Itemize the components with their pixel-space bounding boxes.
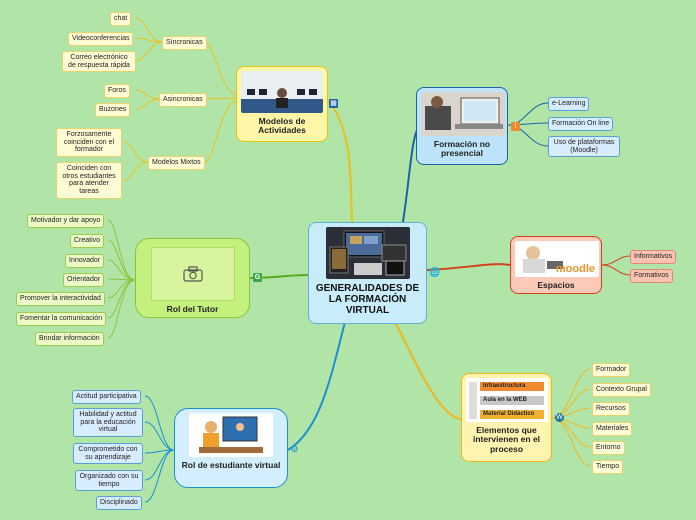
elementos-item-materiales[interactable]: Materiales bbox=[592, 422, 633, 436]
g-icon: G bbox=[253, 273, 262, 282]
laptop-image bbox=[421, 92, 505, 136]
modelos-actividades-node[interactable]: Modelos de Actividades bbox=[236, 66, 328, 142]
image-placeholder bbox=[150, 247, 235, 301]
rol-tutor-node[interactable]: Rol del Tutor bbox=[135, 238, 250, 318]
settings-icon: ⚙ bbox=[290, 444, 299, 454]
central-topic[interactable]: GENERALIDADES DE LA FORMACIÓN VIRTUAL bbox=[308, 222, 427, 324]
modelos-title: Modelos de Actividades bbox=[258, 116, 306, 136]
elementos-item-formador[interactable]: Formador bbox=[592, 363, 631, 377]
espacios-title: Espacios bbox=[537, 280, 575, 290]
estudiante-item-comprometido[interactable]: Comprometido con su aprendizaje bbox=[73, 443, 143, 465]
sincronicas-node[interactable]: Síncronicas bbox=[162, 36, 207, 50]
tutor-item-motivador[interactable]: Motivador y dar apoyo bbox=[27, 214, 105, 228]
rol-estudiante-title: Rol de estudiante virtual bbox=[181, 460, 281, 470]
elementos-title: Elementos que intervienen en el proceso bbox=[472, 425, 541, 454]
buzones-node[interactable]: Buzones bbox=[95, 103, 131, 117]
material-label: Material Didáctico bbox=[480, 410, 544, 419]
elementos-item-tiempo[interactable]: Tiempo bbox=[592, 460, 624, 474]
formacion-item-plataformas[interactable]: Uso de plataformas (Moodle) bbox=[548, 136, 620, 158]
moodle-image: moodle bbox=[515, 241, 599, 277]
notification-icon: ! bbox=[511, 122, 520, 131]
videoconferencias-node[interactable]: Videoconferencias bbox=[68, 32, 134, 46]
estudiante-item-actitud[interactable]: Actitud participativa bbox=[72, 390, 141, 404]
elementos-item-recursos[interactable]: Recursos bbox=[592, 402, 630, 416]
devices-image bbox=[325, 227, 410, 279]
infraestructura-label: Infraestructura bbox=[480, 382, 544, 391]
tutor-item-orientador[interactable]: Orientador bbox=[63, 273, 105, 287]
rol-tutor-title: Rol del Tutor bbox=[166, 304, 219, 314]
formacion-item-elearning[interactable]: e-Learning bbox=[548, 97, 590, 111]
estudiante-item-habilidad[interactable]: Habilidad y actitud para la educación vi… bbox=[73, 408, 143, 438]
asincronicas-node[interactable]: Asincronicas bbox=[159, 93, 207, 107]
rol-estudiante-node[interactable]: Rol de estudiante virtual bbox=[174, 408, 288, 488]
formacion-title: Formación no presencial bbox=[433, 139, 491, 159]
tutor-item-innovador[interactable]: Innovador bbox=[65, 254, 105, 268]
tutor-item-creativo[interactable]: Creativo bbox=[70, 234, 105, 248]
formacion-node[interactable]: Formación no presencial bbox=[416, 87, 508, 165]
moodle-logo-text: moodle bbox=[556, 263, 595, 275]
coinciden-node[interactable]: Coinciden con otros estudiantes para ate… bbox=[56, 162, 122, 199]
forzosamente-node[interactable]: Forzosamente coinciden con el formador bbox=[56, 128, 122, 158]
modelos-mixtos-node[interactable]: Modelos Mixtos bbox=[148, 156, 205, 170]
wordpress-icon: W bbox=[555, 413, 564, 422]
windows-icon: ▦ bbox=[329, 99, 338, 108]
formacion-item-online[interactable]: Formación On line bbox=[548, 117, 614, 131]
camera-icon bbox=[182, 266, 203, 282]
globe-icon: 🌐 bbox=[429, 267, 441, 277]
elementos-item-contexto[interactable]: Contexto Grupal bbox=[592, 383, 651, 397]
elementos-node[interactable]: Infraestructura Aula en la WEB Material … bbox=[461, 373, 552, 462]
tutor-item-informacion[interactable]: Brindar información bbox=[35, 332, 104, 346]
elementos-image: Infraestructura Aula en la WEB Material … bbox=[466, 378, 548, 422]
estudiante-item-organizado[interactable]: Organizado con su tiempo bbox=[75, 470, 143, 492]
student-image bbox=[189, 413, 273, 457]
foros-node[interactable]: Foros bbox=[104, 84, 130, 98]
elementos-item-entorno[interactable]: Entorno bbox=[592, 441, 625, 455]
espacios-item-formativos[interactable]: Formativos bbox=[630, 269, 673, 283]
central-topic-title: GENERALIDADES DE LA FORMACIÓN VIRTUAL bbox=[315, 283, 420, 316]
meeting-image bbox=[241, 71, 323, 113]
correo-node[interactable]: Correo electrónico de respuesta rápida bbox=[62, 51, 136, 73]
estudiante-item-disciplinado[interactable]: Disciplinado bbox=[96, 496, 142, 510]
espacios-item-informativos[interactable]: Informativos bbox=[630, 250, 677, 264]
espacios-node[interactable]: moodle Espacios bbox=[510, 236, 602, 294]
chat-node[interactable]: chat bbox=[110, 12, 132, 26]
tutor-item-interactividad[interactable]: Promover la interactividad bbox=[16, 292, 105, 306]
aula-web-label: Aula en la WEB bbox=[480, 396, 544, 405]
tutor-item-comunicacion[interactable]: Fomentar la comunicación bbox=[16, 312, 107, 326]
